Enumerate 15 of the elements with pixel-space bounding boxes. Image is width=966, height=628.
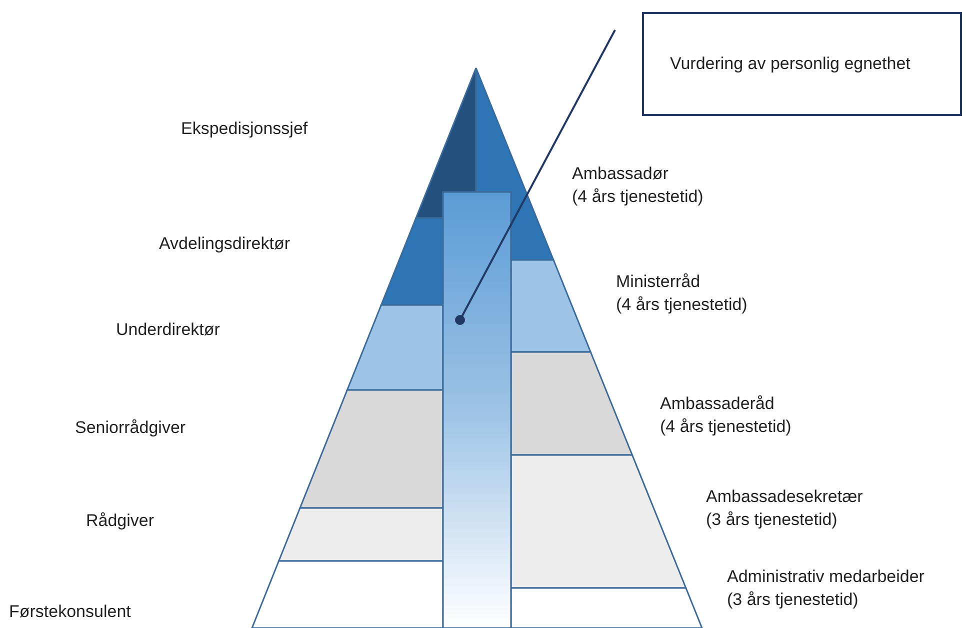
leader-line: [455, 30, 616, 325]
level-label: Avdelingsdirektør: [159, 233, 290, 255]
callout-text: Vurdering av personlig egnethet: [670, 54, 910, 74]
level-label: Ministerråd (4 års tjenestetid): [616, 271, 748, 316]
level-label: Ekspedisjonssjef: [181, 118, 308, 140]
callout-box: [642, 12, 962, 116]
level-label: Førstekonsulent: [9, 601, 131, 623]
gradient-bar: [442, 191, 512, 628]
level-label: Underdirektør: [116, 319, 220, 341]
level-label: Seniorrådgiver: [75, 417, 186, 439]
level-label: Ambassaderåd (4 års tjenestetid): [660, 393, 792, 438]
level-label: Ambassadesekretær (3 års tjenestetid): [706, 486, 863, 531]
level-label: Ambassadør (4 års tjenestetid): [572, 163, 704, 208]
level-label: Rådgiver: [86, 510, 154, 532]
level-label: Administrativ medarbeider (3 års tjenestetid): [727, 566, 924, 611]
